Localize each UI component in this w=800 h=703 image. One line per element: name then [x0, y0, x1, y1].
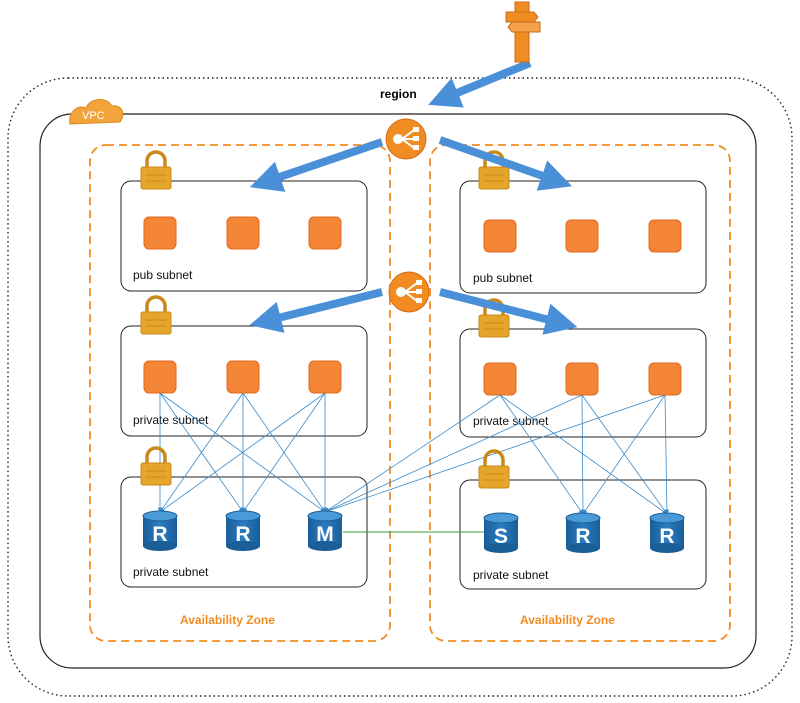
- app-db-link: [324, 394, 501, 513]
- arrow-gateway-to-region: [428, 59, 532, 108]
- arrow-elb-to-left-public: [249, 138, 384, 192]
- lock-icon: [478, 449, 510, 489]
- database-role-label: M: [316, 523, 334, 546]
- app-db-link: [242, 392, 326, 513]
- rds-database-icon: R: [565, 512, 601, 553]
- ec2-instance-icon: [565, 362, 599, 396]
- arrow-elb-to-right-public: [438, 136, 573, 191]
- rds-database-icon: R: [225, 510, 261, 551]
- app-db-link: [159, 392, 326, 513]
- subnet-right-private-app-label: private subnet: [473, 414, 549, 428]
- ec2-instance-icon: [308, 360, 342, 394]
- ec2-instance-icon: [648, 362, 682, 396]
- vpc-boundary: [39, 113, 757, 669]
- subnet-left-private-db-label: private subnet: [133, 565, 209, 579]
- app-db-link: [324, 394, 666, 513]
- app-db-link: [499, 394, 584, 515]
- ec2-instance-icon: [483, 362, 517, 396]
- app-db-link: [664, 394, 670, 515]
- traffic-arrows: [249, 59, 578, 335]
- ec2-instance-icon: [226, 216, 260, 250]
- database-role-label: R: [659, 525, 674, 548]
- lock-icon: [140, 295, 172, 335]
- lock-icon: [140, 150, 172, 190]
- app-db-link: [324, 394, 583, 513]
- app-to-db-links: [157, 392, 670, 515]
- route53-signpost-icon: [505, 1, 541, 63]
- app-db-link: [582, 394, 666, 515]
- lock-icon: [140, 446, 172, 486]
- subnet-right-public-label: pub subnet: [473, 271, 533, 285]
- subnet-left-private-app-label: private subnet: [133, 413, 209, 427]
- vpc-label: VPC: [82, 110, 105, 122]
- app-db-link: [159, 392, 244, 513]
- ec2-instance-icon: [308, 216, 342, 250]
- app-db-link: [580, 394, 586, 515]
- availability-zone-right: [429, 144, 731, 642]
- elastic-load-balancer-icon-internal: [388, 271, 430, 313]
- rds-database-icon: R: [142, 510, 178, 551]
- ec2-instance-icon: [143, 360, 177, 394]
- ec2-instance-icon: [143, 216, 177, 250]
- app-db-link: [581, 394, 668, 515]
- rds-database-icon: S: [483, 512, 519, 553]
- region-label: region: [380, 87, 417, 101]
- ec2-instance-icon: [648, 219, 682, 253]
- availability-zone-right-label: Availability Zone: [520, 613, 615, 627]
- ec2-instance-icon: [565, 219, 599, 253]
- rds-database-icon: M: [307, 510, 343, 551]
- subnet-left-public-label: pub subnet: [133, 268, 193, 282]
- database-role-label: S: [494, 525, 508, 548]
- elastic-load-balancer-icon: [385, 118, 427, 160]
- app-db-link: [499, 394, 668, 515]
- arrow-elb-to-right-private: [439, 288, 578, 335]
- ec2-instances: [143, 216, 682, 396]
- subnet-right-private-db-label: private subnet: [473, 568, 549, 582]
- database-role-label: R: [152, 523, 167, 546]
- ec2-instance-icon: [226, 360, 260, 394]
- database-role-label: R: [235, 523, 250, 546]
- arrow-elb-to-left-private: [249, 288, 383, 333]
- vpc-cloud-icon: VPC: [69, 99, 124, 125]
- database-role-label: R: [575, 525, 590, 548]
- availability-zone-left: [89, 144, 391, 642]
- rds-database-icon: R: [649, 512, 685, 553]
- availability-zone-left-label: Availability Zone: [180, 613, 275, 627]
- ec2-instance-icon: [483, 219, 517, 253]
